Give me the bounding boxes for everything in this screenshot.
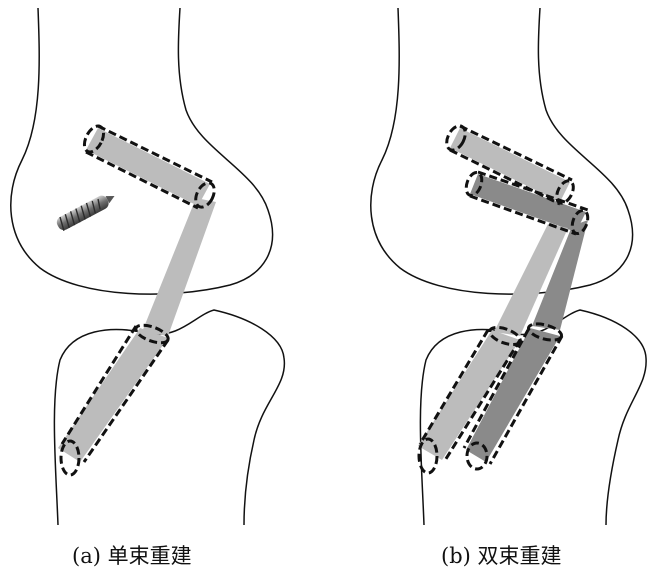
caption-double-bundle: (b) 双束重建 bbox=[441, 544, 562, 568]
graft-single-a bbox=[142, 198, 216, 336]
femoral-tunnel-lower-outline-b bbox=[469, 170, 589, 236]
femoral-tunnel-end-a2 bbox=[194, 181, 216, 209]
femoral-tunnel-upper-end-b1 bbox=[445, 124, 467, 152]
tibial-tunnel-dark-end-b2 bbox=[465, 441, 489, 471]
tibial-tunnel-light-end-b2 bbox=[417, 437, 439, 475]
tibial-tunnel-end-a1 bbox=[134, 323, 170, 345]
femoral-tunnel-upper-fill-b bbox=[450, 128, 570, 202]
tibia-outline-a bbox=[53, 309, 286, 526]
femur-outline-a bbox=[10, 7, 274, 295]
femoral-tunnel-lower-end-b2 bbox=[570, 208, 590, 236]
tibial-tunnel-light-fill-b bbox=[418, 330, 520, 460]
femoral-tunnel-outline-a bbox=[85, 124, 213, 210]
tibial-tunnel-end-a2 bbox=[59, 439, 81, 477]
tibial-tunnel-light-end-b1 bbox=[488, 325, 522, 347]
panel-a-single-bundle bbox=[10, 7, 286, 526]
tibial-tunnel-outline-a bbox=[60, 325, 170, 463]
femoral-tunnel-fill-a bbox=[86, 128, 210, 206]
femoral-tunnel-upper-end-b2 bbox=[555, 179, 575, 205]
interference-screw-icon bbox=[56, 195, 115, 231]
graft-light-b bbox=[494, 224, 568, 336]
graft-dark-b bbox=[532, 220, 588, 330]
tibial-tunnel-dark-fill-b bbox=[466, 328, 560, 462]
tibia-outline-b bbox=[419, 309, 647, 526]
femoral-tunnel-lower-fill-b bbox=[470, 174, 586, 232]
tibial-tunnel-dark-end-b1 bbox=[526, 322, 564, 342]
tibial-tunnel-fill-a bbox=[58, 328, 168, 462]
caption-single-bundle: (a) 单束重建 bbox=[72, 544, 192, 568]
femoral-tunnel-end-a1 bbox=[82, 124, 106, 154]
tibial-tunnel-dark-outline-b bbox=[462, 329, 564, 465]
femoral-tunnel-lower-end-b1 bbox=[464, 170, 484, 198]
panel-b-double-bundle bbox=[370, 7, 647, 526]
tibial-tunnel-light-outline-b bbox=[418, 329, 522, 463]
